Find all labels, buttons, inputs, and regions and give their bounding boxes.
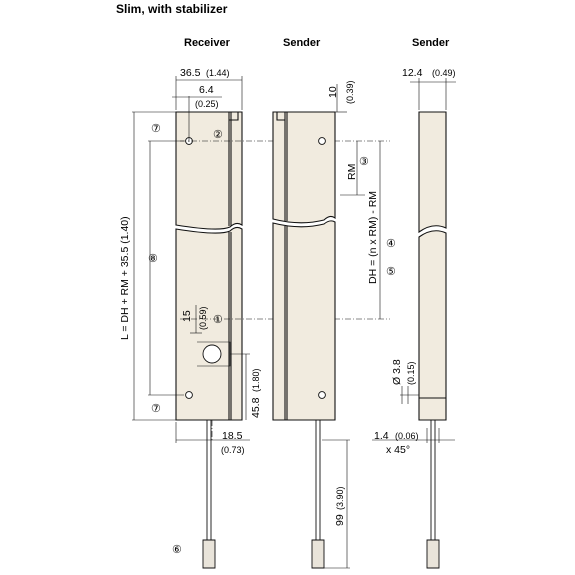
sender-mount-hole-top bbox=[318, 137, 326, 145]
receiver-mount-hole-bottom bbox=[185, 391, 193, 399]
dim-top-gap: 10 (0.39) bbox=[327, 80, 355, 113]
dim-bottom-hole: 45.8 (1.80) bbox=[230, 353, 262, 420]
dim-side-width: 12.4 (0.49) bbox=[402, 67, 456, 110]
svg-text:(1.80): (1.80) bbox=[251, 368, 261, 392]
callout-7-top: ⑦ bbox=[151, 123, 161, 135]
sender-mount-hole-bottom bbox=[318, 391, 326, 399]
callout-8: ⑧ bbox=[148, 253, 158, 265]
dim-rm: RM bbox=[340, 141, 365, 196]
sender-front-heading: Sender bbox=[283, 37, 321, 49]
drawing-title: Slim, with stabilizer bbox=[116, 2, 228, 16]
sender-connector bbox=[311, 539, 325, 569]
svg-text:(0.06): (0.06) bbox=[395, 431, 419, 441]
svg-text:DH = (n x RM) - RM: DH = (n x RM) - RM bbox=[367, 191, 379, 284]
svg-text:12.4: 12.4 bbox=[402, 67, 423, 79]
dim-width-main: 36.5 (1.44) bbox=[175, 67, 243, 110]
svg-text:L = DH + RM + 35.5 (1.40): L = DH + RM + 35.5 (1.40) bbox=[119, 216, 131, 340]
dim-dh: DH = (n x RM) - RM bbox=[367, 141, 381, 319]
svg-text:(0.39): (0.39) bbox=[345, 80, 355, 104]
dim-hole-spacing bbox=[148, 140, 184, 396]
dim-length: L = DH + RM + 35.5 (1.40) bbox=[119, 111, 176, 421]
dim-hole-offset: 6.4 (0.25) bbox=[172, 84, 222, 136]
svg-text:RM: RM bbox=[346, 164, 358, 180]
receiver-connector bbox=[202, 539, 216, 569]
callout-6: ⑥ bbox=[172, 544, 182, 556]
svg-text:x 45°: x 45° bbox=[386, 444, 410, 456]
svg-text:(3.90): (3.90) bbox=[335, 486, 345, 510]
callout-2: ② bbox=[213, 129, 223, 141]
svg-text:(0.59): (0.59) bbox=[198, 306, 208, 330]
callout-4: ④ bbox=[386, 238, 396, 250]
svg-text:(0.49): (0.49) bbox=[432, 68, 456, 78]
svg-text:(0.25): (0.25) bbox=[195, 99, 219, 109]
svg-text:36.5: 36.5 bbox=[180, 67, 201, 79]
svg-text:(1.44): (1.44) bbox=[206, 68, 230, 78]
dim-hole-diameter: Ø 3.8 (0.15) bbox=[391, 359, 419, 404]
sender-side-housing bbox=[418, 111, 447, 421]
svg-text:10: 10 bbox=[327, 86, 339, 98]
svg-text:18.5: 18.5 bbox=[222, 430, 243, 442]
svg-text:99: 99 bbox=[334, 514, 346, 526]
svg-text:Ø 3.8: Ø 3.8 bbox=[391, 359, 403, 385]
sender-front-housing bbox=[272, 111, 336, 421]
svg-text:45.8: 45.8 bbox=[250, 397, 262, 418]
dim-cable-offset: 18.5 (0.73) bbox=[175, 422, 250, 455]
dim-cable-length: 99 (3.90) bbox=[322, 439, 350, 569]
sender-side-heading: Sender bbox=[412, 37, 450, 49]
receiver-housing bbox=[175, 111, 243, 421]
callout-1: ① bbox=[213, 314, 223, 326]
svg-text:6.4: 6.4 bbox=[199, 84, 214, 96]
receiver-lens bbox=[202, 344, 222, 364]
svg-text:(0.15): (0.15) bbox=[406, 361, 416, 385]
svg-text:1.4: 1.4 bbox=[374, 430, 389, 442]
dim-chamfer: 1.4 (0.06) x 45° bbox=[372, 428, 455, 456]
svg-text:(0.73): (0.73) bbox=[221, 445, 245, 455]
svg-text:15: 15 bbox=[181, 310, 193, 322]
callout-7-bottom: ⑦ bbox=[151, 403, 161, 415]
sender-side-connector bbox=[426, 539, 440, 569]
receiver-heading: Receiver bbox=[184, 37, 231, 49]
callout-5: ⑤ bbox=[386, 266, 396, 278]
callout-3: ③ bbox=[359, 156, 369, 168]
dim-lens-offset: 15 (0.59) bbox=[181, 305, 208, 334]
